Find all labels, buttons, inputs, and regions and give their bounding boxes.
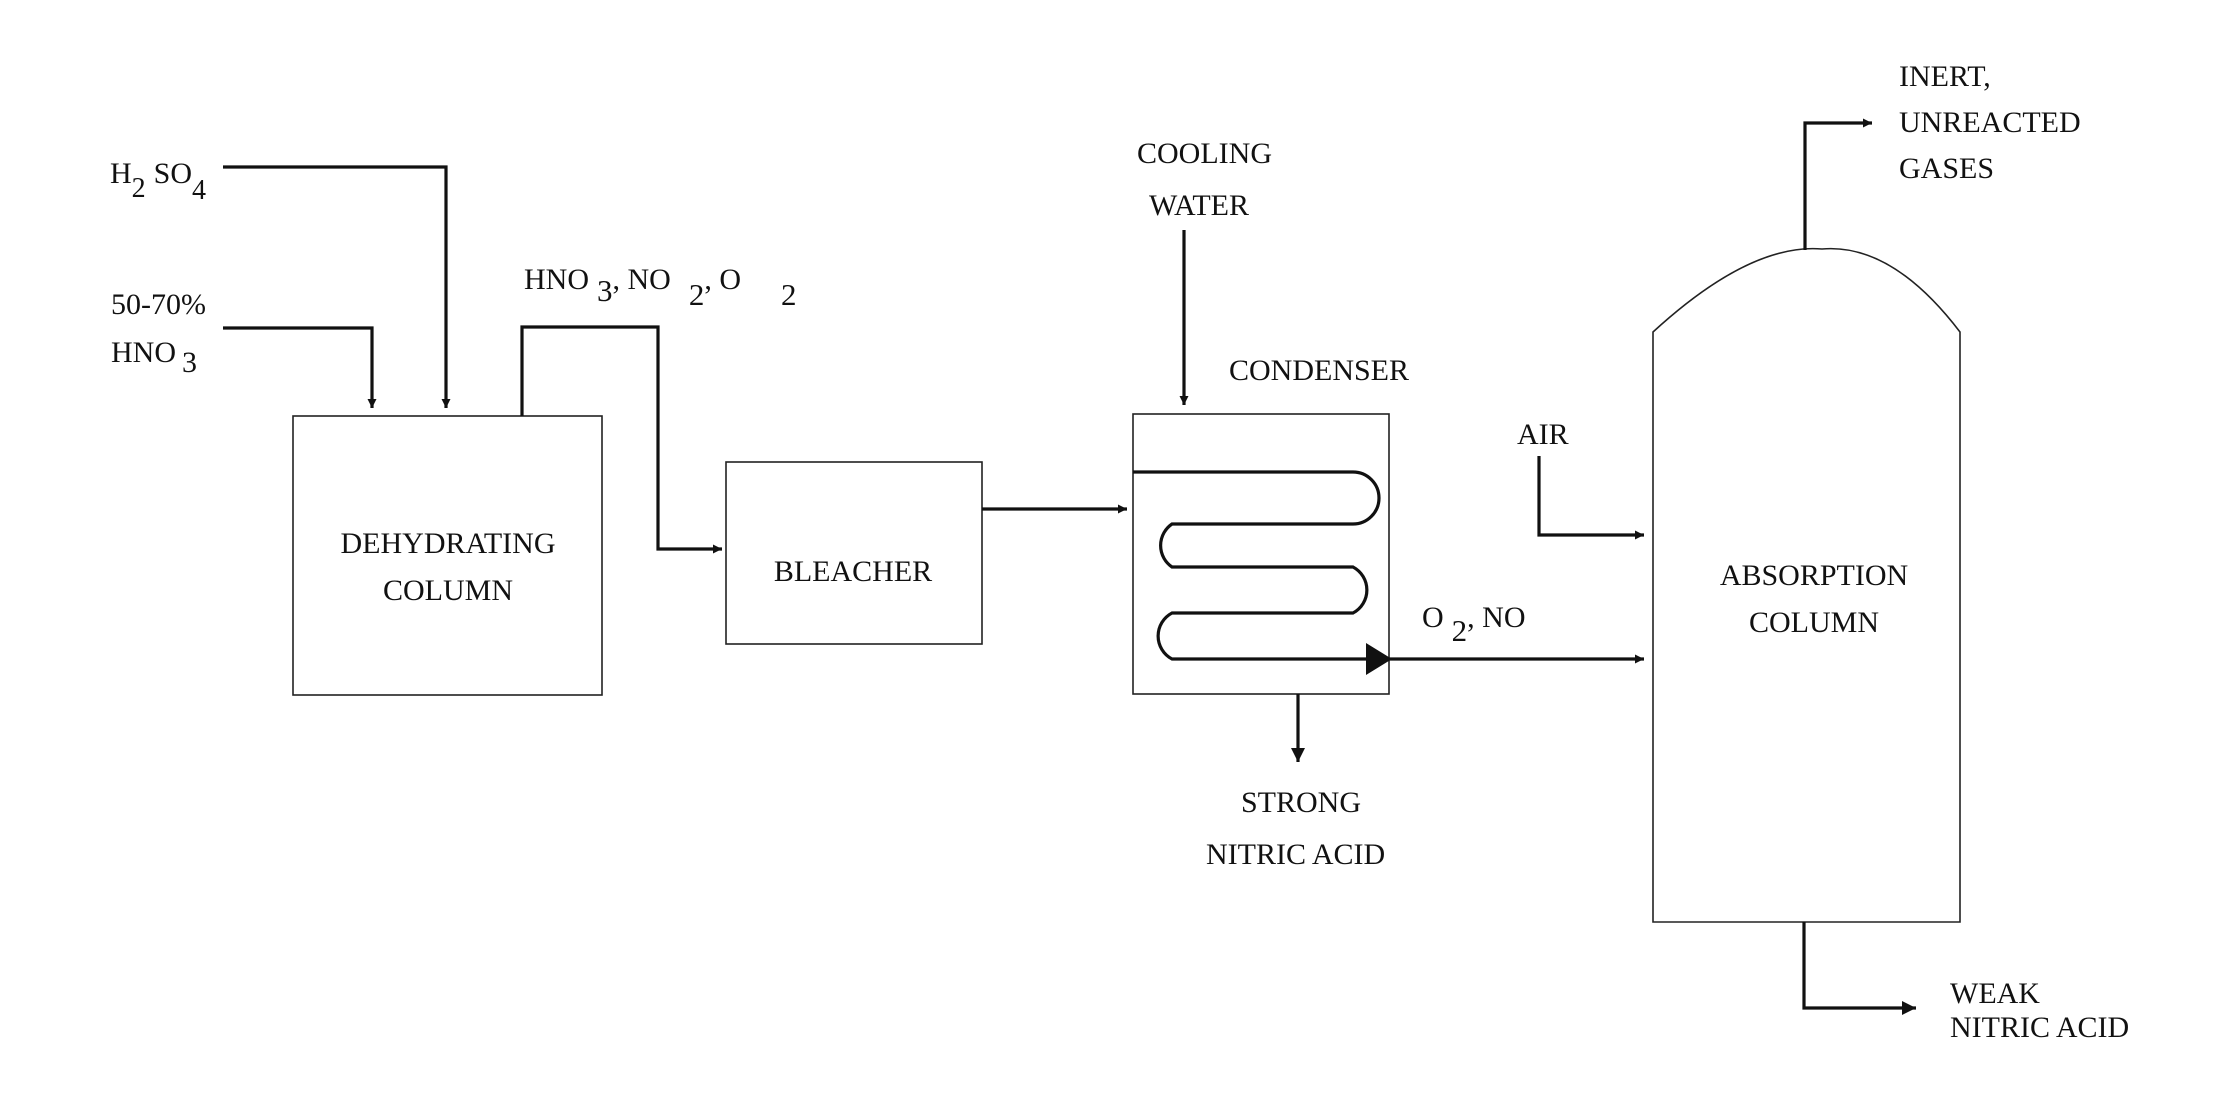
bleacher-label: BLEACHER — [774, 555, 932, 588]
off-gas-line — [1803, 118, 1872, 250]
air-feed-line — [1537, 456, 1644, 540]
off-gas-label-3: GASES — [1899, 152, 1994, 185]
dehydrating-column-label-2: COLUMN — [383, 574, 513, 607]
dehydrating-column-box — [292, 415, 603, 696]
bleacher-box — [725, 461, 983, 645]
svg-text:50-70%: 50-70% — [111, 288, 206, 321]
condenser-outlet-arrowhead — [1366, 643, 1392, 675]
overhead-stream-line — [520, 325, 722, 554]
off-gas-label-2: UNREACTED — [1899, 106, 2081, 139]
off-gas-label-1: INERT, — [1899, 60, 1991, 93]
weak-acid-label-1: WEAK — [1950, 977, 2040, 1010]
weak-acid-label-2: NITRIC ACID — [1950, 1011, 2129, 1044]
cooling-water-label-1: COOLING — [1137, 137, 1272, 170]
air-label: AIR — [1517, 418, 1569, 451]
condenser-label: CONDENSER — [1229, 354, 1409, 387]
h2so4-feed-line — [223, 165, 451, 408]
strong-acid-label-1: STRONG — [1241, 786, 1361, 819]
strong-acid-label-2: NITRIC ACID — [1206, 838, 1385, 871]
condenser-box — [1132, 413, 1390, 695]
absorption-column-vessel — [1652, 247, 1961, 923]
absorption-column-label-2: COLUMN — [1749, 606, 1879, 639]
cooling-water-label-2: WATER — [1149, 189, 1249, 222]
condenser-coil — [1133, 470, 1381, 661]
dehydrating-column-label-1: DEHYDRATING — [341, 527, 556, 560]
absorption-column-label-1: ABSORPTION — [1720, 559, 1908, 592]
hno3-feed-line — [223, 326, 377, 408]
weak-acid-line — [1802, 922, 1916, 1015]
svg-text:O2, NO: O2, NO — [1422, 601, 1526, 648]
